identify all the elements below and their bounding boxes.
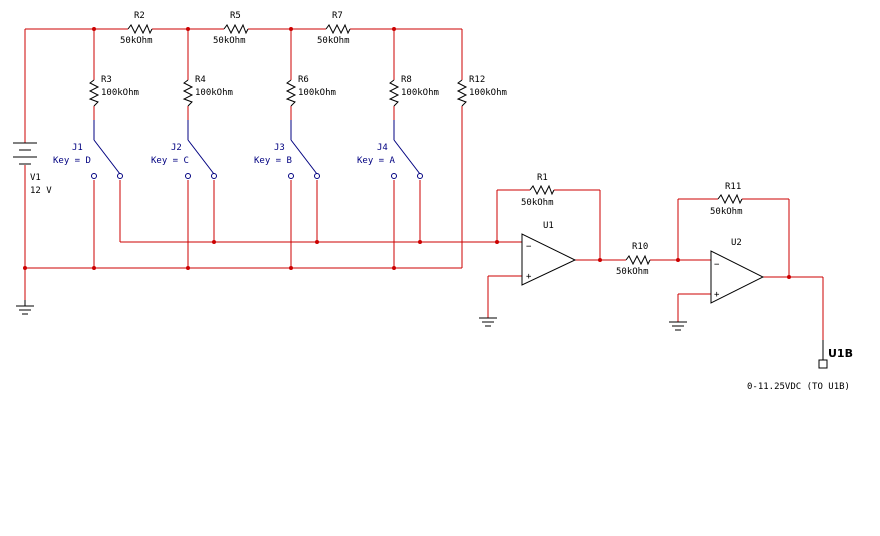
r10-ref: R10 [632,242,648,252]
resistor-r3: R3 100kOhm [88,75,139,107]
v1-ref: V1 [30,173,41,183]
r6-value: 100kOhm [298,88,336,98]
resistor-r4: R4 100kOhm [182,75,233,107]
output-connector-u1b[interactable]: U1B [818,340,853,369]
r4-value: 100kOhm [195,88,233,98]
switch-j3[interactable]: J3 Key = B [254,120,320,179]
r3-value: 100kOhm [101,88,139,98]
r5-ref: R5 [230,11,241,21]
resistor-r5: R5 50kOhm [213,11,249,46]
r8-value: 100kOhm [401,88,439,98]
wires [24,28,824,340]
r6-ref: R6 [298,75,309,85]
resistor-r6: R6 100kOhm [285,75,336,107]
u1-ref: U1 [543,221,554,231]
switch-j2[interactable]: J2 Key = C [151,120,217,179]
j4-key: Key = A [357,156,396,166]
r11-ref: R11 [725,182,741,192]
u1-plus-pin: + [526,272,532,282]
u2-ref: U2 [731,238,742,248]
resistor-r8: R8 100kOhm [388,75,439,107]
u2-minus-pin: − [714,260,720,270]
r7-value: 50kOhm [317,36,350,46]
j1-key: Key = D [53,156,91,166]
j2-ref: J2 [171,143,182,153]
ground-symbol-left [16,300,34,315]
r12-ref: R12 [469,75,485,85]
j2-key: Key = C [151,156,189,166]
r8-ref: R8 [401,75,412,85]
switch-j1[interactable]: J1 Key = D [53,120,123,179]
r1-value: 50kOhm [521,198,554,208]
junctions [23,27,791,279]
opamp-u2: − + U2 [710,238,765,304]
ground-symbol-u2 [669,321,687,331]
u1-minus-pin: − [526,242,532,252]
output-note: 0-11.25VDC (TO U1B) [747,382,850,392]
resistor-r12: R12 100kOhm [456,75,507,107]
r2-ref: R2 [134,11,145,21]
resistor-r10: R10 50kOhm [616,242,651,277]
j3-key: Key = B [254,156,292,166]
r10-value: 50kOhm [616,267,649,277]
v1-value: 12 V [30,186,52,196]
r12-value: 100kOhm [469,88,507,98]
r5-value: 50kOhm [213,36,246,46]
output-label: U1B [828,347,853,360]
j3-ref: J3 [274,143,285,153]
u2-plus-pin: + [714,290,720,300]
j4-ref: J4 [377,143,388,153]
resistor-r7: R7 50kOhm [317,11,351,46]
r1-ref: R1 [537,173,548,183]
r4-ref: R4 [195,75,206,85]
resistor-r1: R1 50kOhm [521,173,555,208]
r2-value: 50kOhm [120,36,153,46]
switch-j4[interactable]: J4 Key = A [357,120,423,179]
ground-symbol-u1 [479,317,497,327]
battery-v1: V1 12 V [13,142,52,196]
r11-value: 50kOhm [710,207,743,217]
j1-ref: J1 [72,143,83,153]
opamp-u1: − + U1 [521,221,577,286]
r3-ref: R3 [101,75,112,85]
resistor-r11: R11 50kOhm [710,182,743,217]
resistor-r2: R2 50kOhm [120,11,153,46]
r7-ref: R7 [332,11,343,21]
